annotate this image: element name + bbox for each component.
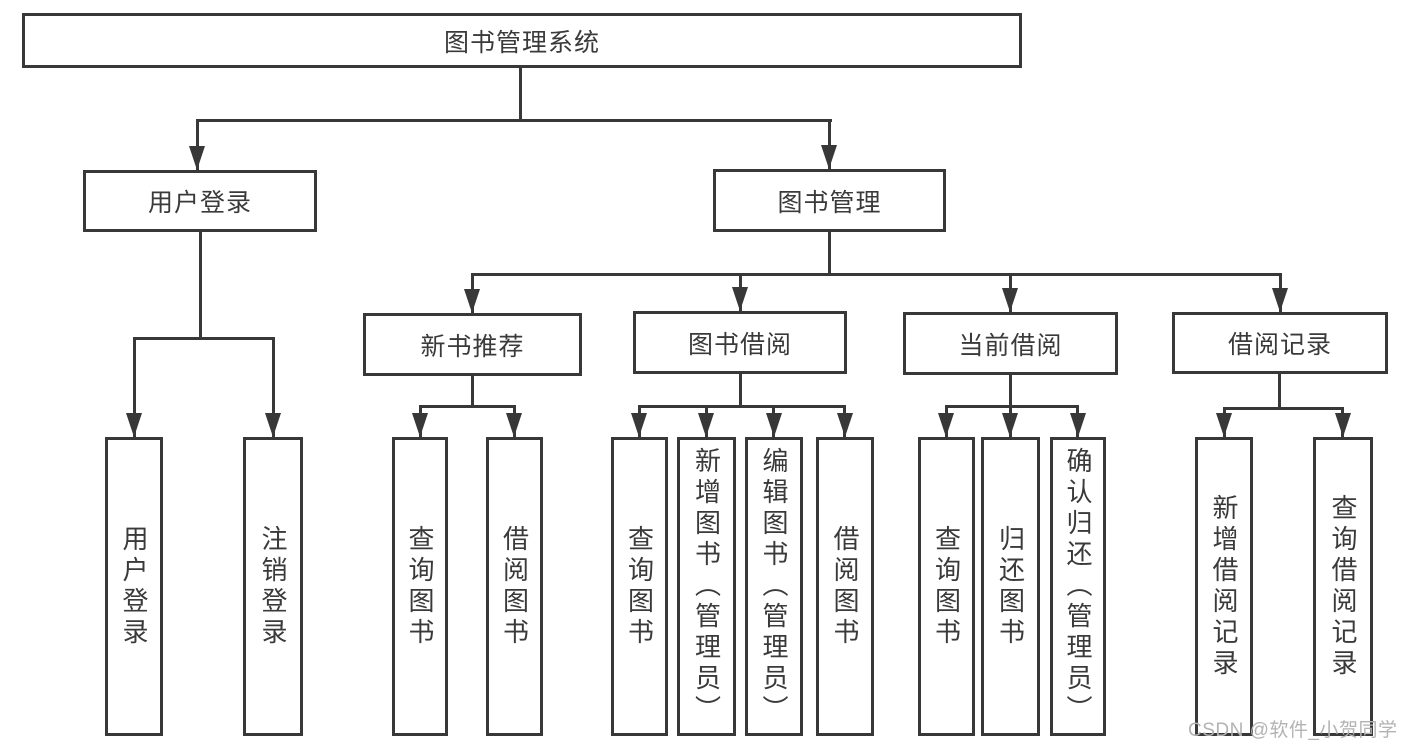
leaf-borrow-book-1: 借阅图书 <box>486 437 543 736</box>
node-new-book-recommendation-label: 新书推荐 <box>420 332 525 361</box>
leaf-return-book-label: 归还图书 <box>995 524 1026 649</box>
leaf-query-book-1-label: 查询图书 <box>405 524 435 649</box>
leaf-add-book-label: 新增图书（管理员） <box>691 447 722 726</box>
connector-line <box>471 376 474 407</box>
node-user-login: 用户登录 <box>83 170 317 232</box>
connector-line <box>1009 375 1012 407</box>
arrowhead-down-icon <box>464 289 480 313</box>
leaf-borrow-book-2: 借阅图书 <box>816 437 874 736</box>
arrowhead-down-icon <box>1216 413 1232 437</box>
leaf-logout: 注销登录 <box>243 437 303 736</box>
leaf-return-book: 归还图书 <box>981 437 1040 736</box>
node-current-borrowing: 当前借阅 <box>903 312 1118 375</box>
connector-line <box>419 405 516 408</box>
connector-line <box>196 119 199 170</box>
arrowhead-down-icon <box>189 146 205 170</box>
leaf-query-book-1: 查询图书 <box>392 437 448 736</box>
arrowhead-down-icon <box>126 413 142 437</box>
leaf-query-book-3-label: 查询图书 <box>931 524 962 649</box>
arrowhead-down-icon <box>506 413 522 437</box>
connector-line <box>739 374 742 407</box>
arrowhead-down-icon <box>1272 288 1288 312</box>
leaf-add-book: 新增图书（管理员） <box>677 437 736 736</box>
connector-line <box>519 68 522 121</box>
arrowhead-down-icon <box>1002 413 1018 437</box>
leaf-user-login-label: 用户登录 <box>119 524 149 649</box>
connector-line <box>828 119 831 169</box>
arrowhead-down-icon <box>837 413 853 437</box>
connector-line <box>272 337 275 437</box>
connector-line <box>133 337 275 340</box>
node-current-borrowing-label: 当前借阅 <box>958 331 1063 360</box>
arrowhead-down-icon <box>631 413 647 437</box>
node-book-borrowing-label: 图书借阅 <box>687 330 792 359</box>
arrowhead-down-icon <box>265 413 281 437</box>
leaf-logout-label: 注销登录 <box>258 524 288 649</box>
leaf-edit-book-label: 编辑图书（管理员） <box>759 447 789 726</box>
connector-line <box>945 405 1079 408</box>
leaf-borrow-book-2-label: 借阅图书 <box>830 524 860 649</box>
arrowhead-down-icon <box>1070 413 1086 437</box>
leaf-edit-book: 编辑图书（管理员） <box>745 437 803 736</box>
node-borrowing-records-label: 借阅记录 <box>1227 331 1332 359</box>
node-root-label: 图书管理系统 <box>443 28 600 57</box>
leaf-query-book-3: 查询图书 <box>918 437 975 736</box>
leaf-query-book-2: 查询图书 <box>611 437 668 736</box>
connector-line <box>828 232 831 276</box>
leaf-query-borrow-record: 查询借阅记录 <box>1313 437 1373 736</box>
arrowhead-down-icon <box>766 413 782 437</box>
connector-line <box>133 337 136 437</box>
leaf-confirm-return-label: 确认归还（管理员） <box>1063 447 1093 726</box>
leaf-query-borrow-record-label: 查询借阅记录 <box>1328 493 1358 680</box>
node-user-login-label: 用户登录 <box>147 189 252 217</box>
arrowhead-down-icon <box>412 413 428 437</box>
arrowhead-down-icon <box>732 287 748 311</box>
node-book-management: 图书管理 <box>713 169 946 232</box>
connector-line <box>471 273 1282 276</box>
node-new-book-recommendation: 新书推荐 <box>363 313 582 376</box>
arrowhead-down-icon <box>821 145 837 169</box>
leaf-query-book-2-label: 查询图书 <box>624 524 655 649</box>
arrowhead-down-icon <box>938 413 954 437</box>
node-root: 图书管理系统 <box>22 13 1022 68</box>
node-borrowing-records: 借阅记录 <box>1172 312 1388 374</box>
leaf-confirm-return: 确认归还（管理员） <box>1050 437 1106 736</box>
arrowhead-down-icon <box>1335 413 1351 437</box>
connector-line <box>199 232 202 339</box>
leaf-user-login: 用户登录 <box>105 437 163 736</box>
arrowhead-down-icon <box>698 413 714 437</box>
watermark: CSDN @软件_小贺同学 <box>1188 720 1398 741</box>
leaf-borrow-book-1-label: 借阅图书 <box>499 524 530 649</box>
leaf-add-borrow-record-label: 新增借阅记录 <box>1209 493 1239 680</box>
leaf-add-borrow-record: 新增借阅记录 <box>1195 437 1253 736</box>
node-book-management-label: 图书管理 <box>777 188 882 217</box>
connector-line <box>1278 374 1281 409</box>
connector-line <box>196 119 832 122</box>
node-book-borrowing: 图书借阅 <box>633 311 847 374</box>
arrowhead-down-icon <box>1002 288 1018 312</box>
connector-line <box>1223 407 1344 410</box>
connector-line <box>638 405 846 408</box>
